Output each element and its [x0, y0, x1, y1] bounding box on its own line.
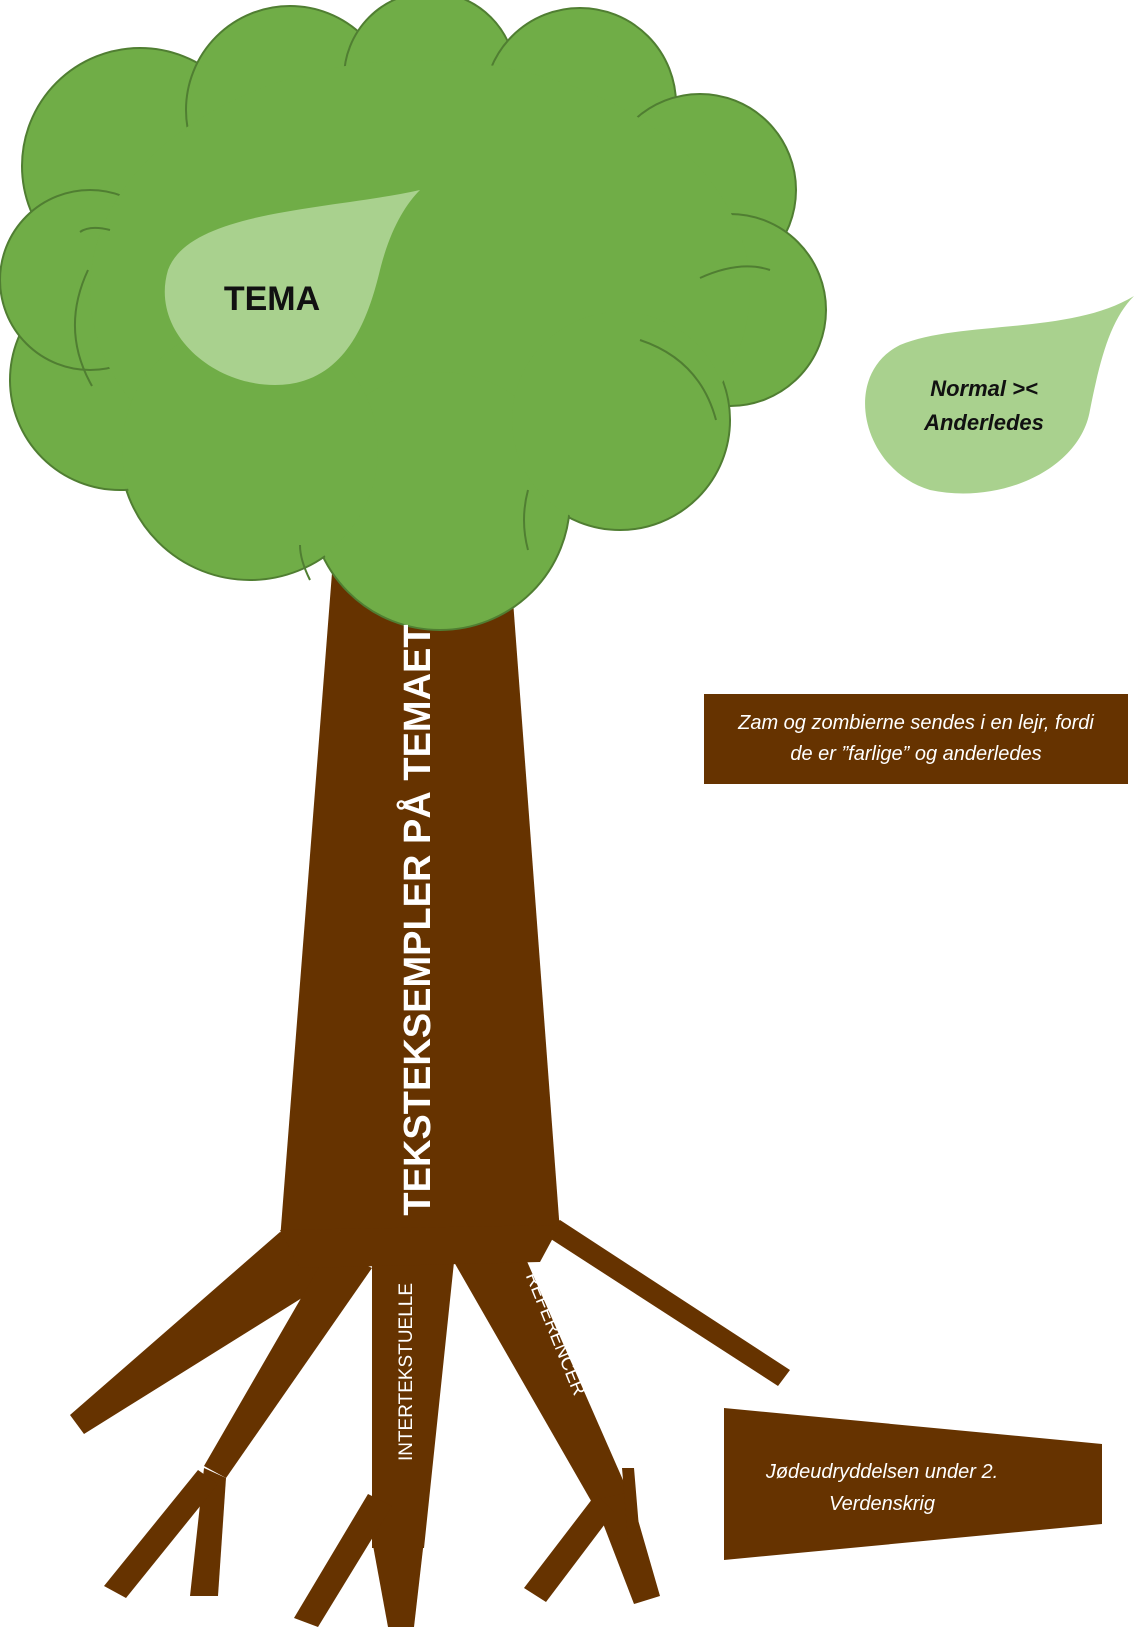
root-center-right-fork-a	[594, 1492, 660, 1604]
trunk-base	[280, 1225, 560, 1268]
root-center-right-spur	[622, 1468, 640, 1540]
root-center-right-fork-b	[524, 1494, 614, 1602]
floating-leaf	[865, 296, 1134, 494]
root-example-line1: Jødeudryddelsen under 2.	[765, 1461, 998, 1483]
root-left-label: INTERTEKSTUELLE	[396, 1283, 417, 1461]
tema-label: TEMA	[224, 280, 320, 318]
trunk-example-line1: Zam og zombierne sendes i en lejr, fordi	[737, 712, 1094, 734]
root-left	[204, 1248, 372, 1478]
roots	[70, 1220, 790, 1627]
root-left-fork-b	[104, 1470, 218, 1598]
root-center-right	[454, 1250, 630, 1506]
trunk	[280, 560, 560, 1240]
root-far-left	[70, 1232, 350, 1434]
crown	[0, 0, 827, 631]
root-center-left	[372, 1262, 454, 1548]
trunk-label: TEKSTEKSEMPLER PÅ TEMAET	[395, 624, 439, 1215]
tema-leaf	[164, 190, 420, 385]
trunk-example-box	[704, 694, 1128, 784]
root-left-fork-a	[190, 1468, 226, 1596]
floating-leaf-line2: Anderledes	[923, 410, 1044, 435]
root-far-right	[540, 1220, 790, 1386]
floating-leaf-line1: Normal ><	[930, 376, 1038, 401]
root-center-left-fork-a	[372, 1540, 424, 1627]
root-center-left-fork-b	[294, 1494, 392, 1627]
trunk-example-line2: de er ”farlige” og anderledes	[790, 743, 1041, 765]
root-example-line2: Verdenskrig	[829, 1493, 935, 1515]
root-example-box	[724, 1408, 1102, 1560]
